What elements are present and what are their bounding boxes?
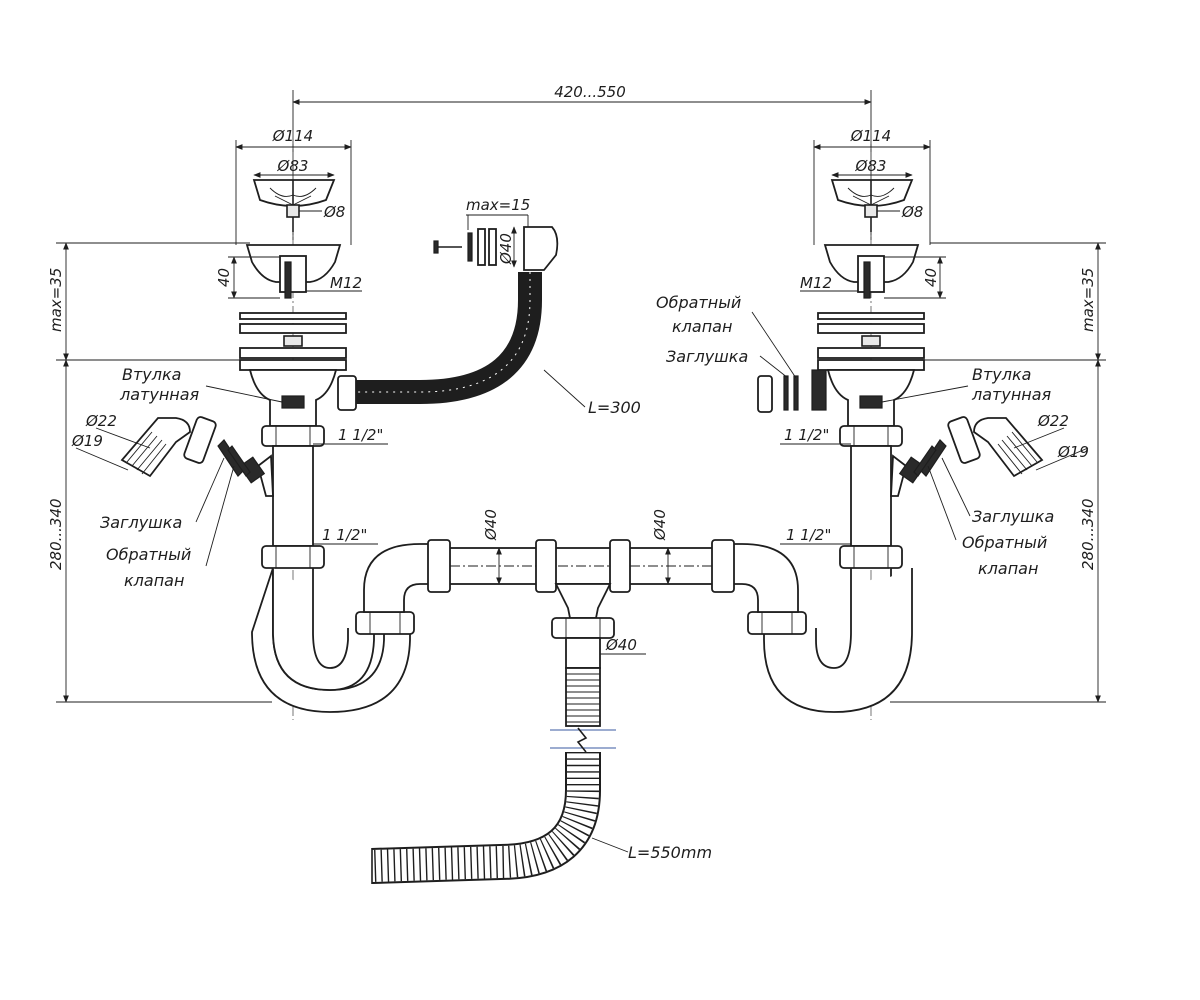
- left-strainer: Ø114 Ø83 Ø8 40 M12: [215, 127, 362, 720]
- right-trap: 1 1/2" 1 1/2": [729, 426, 926, 713]
- right-check-valve-label-2: клапан: [978, 559, 1038, 578]
- left-diameter-114: Ø114: [272, 127, 313, 145]
- left-check-valve-label-2: клапан: [124, 571, 184, 590]
- overflow-hose: max=15 Ø40 L=300: [337, 196, 641, 417]
- outlet-diameter-40: Ø40: [605, 636, 637, 654]
- right-plug-assembly: [757, 369, 827, 413]
- right-bushing-label-2: латунная: [971, 385, 1052, 404]
- left-height-dimensions: max=35 280...340: [47, 242, 272, 703]
- left-height-40: 40: [215, 268, 233, 287]
- overflow-hose-length: L=300: [588, 398, 641, 417]
- right-max-35: max=35: [1079, 268, 1097, 332]
- left-plug-callout: Заглушка: [100, 457, 225, 532]
- right-bushing-callout: Втулка латунная: [881, 365, 1052, 404]
- right-height-280-340: 280...340: [1079, 498, 1097, 570]
- left-thread-1-5-top: 1 1/2": [338, 426, 383, 444]
- drain-hose: L=550mm: [371, 667, 712, 884]
- drain-hose-length: L=550mm: [628, 843, 712, 862]
- overall-spacing-dimension: 420...550: [292, 83, 872, 240]
- overflow-max-15: max=15: [466, 196, 530, 214]
- right-height-40: 40: [922, 268, 940, 287]
- overflow-diameter-40: Ø40: [497, 233, 515, 265]
- right-bushing-label-1: Втулка: [972, 365, 1031, 384]
- right-inlet-elbow: Ø22 Ø19: [913, 412, 1089, 478]
- left-check-valve-callout: Обратный клапан: [106, 465, 235, 590]
- right-check-valve-callout: Обратный клапан: [927, 465, 1047, 578]
- left-diameter-22: Ø22: [85, 412, 117, 430]
- left-trap: 1 1/2" 1 1/2": [238, 426, 433, 713]
- right-diameter-83: Ø83: [855, 157, 887, 175]
- right-thread-1-5-top: 1 1/2": [784, 426, 829, 444]
- cross-right-diameter-40: Ø40: [651, 509, 669, 541]
- left-diameter-83: Ø83: [277, 157, 309, 175]
- top-right-check-valve-callout: Обратный клапан: [656, 293, 797, 379]
- left-inlet-elbow: Ø22 Ø19: [71, 412, 251, 478]
- left-max-35: max=35: [47, 268, 65, 332]
- cross-left-diameter-40: Ø40: [482, 509, 500, 541]
- right-diameter-8: Ø8: [901, 203, 923, 221]
- right-thread-m12: M12: [800, 274, 832, 292]
- right-diameter-22: Ø22: [1037, 412, 1069, 430]
- right-diameter-19: Ø19: [1057, 443, 1089, 461]
- right-plug-callout: Заглушка: [941, 457, 1054, 526]
- right-strainer: Ø114 Ø83 Ø8 40 M12: [800, 127, 946, 720]
- top-check-valve-label-1: Обратный: [656, 293, 741, 312]
- left-diameter-19: Ø19: [71, 432, 103, 450]
- right-plug-label: Заглушка: [972, 507, 1054, 526]
- left-diameter-8: Ø8: [323, 203, 345, 221]
- left-check-valve-label-1: Обратный: [106, 545, 191, 564]
- left-bushing-label-1: Втулка: [122, 365, 181, 384]
- right-check-valve-label-1: Обратный: [962, 533, 1047, 552]
- left-thread-1-5-bottom: 1 1/2": [322, 526, 367, 544]
- left-thread-m12: M12: [330, 274, 362, 292]
- right-thread-1-5-bottom: 1 1/2": [786, 526, 831, 544]
- top-check-valve-label-2: клапан: [672, 317, 732, 336]
- left-height-280-340: 280...340: [47, 498, 65, 570]
- top-right-plug-callout: Заглушка: [666, 347, 789, 379]
- cross-pipe: Ø40 Ø40 Ø40: [427, 509, 735, 669]
- top-plug-label: Заглушка: [666, 347, 748, 366]
- spacing-dimension-text: 420...550: [554, 83, 626, 101]
- left-bushing-callout: Втулка латунная: [119, 365, 283, 404]
- right-height-dimensions: max=35 280...340: [890, 242, 1106, 703]
- left-bushing-label-2: латунная: [119, 385, 200, 404]
- right-diameter-114: Ø114: [850, 127, 891, 145]
- left-plug-label: Заглушка: [100, 513, 182, 532]
